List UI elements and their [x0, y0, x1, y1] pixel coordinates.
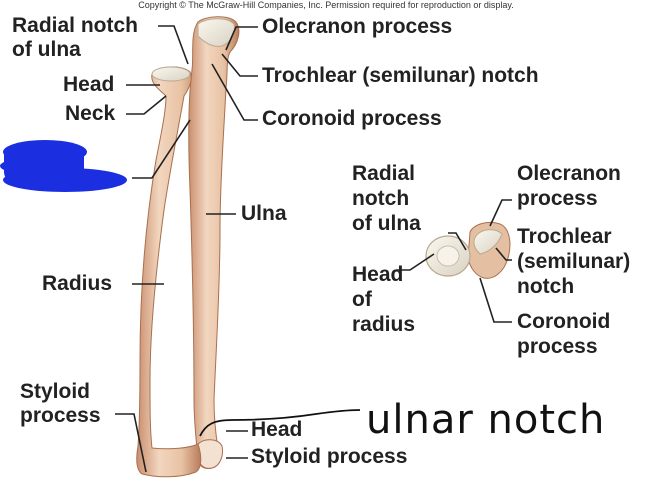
inset-label-radial-line2: notch [352, 187, 410, 210]
inset-trochlear-cartilage [473, 229, 503, 255]
handwritten-pointer [199, 409, 361, 437]
label-neck: Neck [65, 102, 116, 125]
inset-label-coronoid-line2: process [517, 335, 598, 358]
blue-scribble [0, 140, 127, 192]
inset-label-head-line2: of [352, 288, 372, 311]
label-coronoid-process: Coronoid process [262, 107, 442, 130]
inset-label-coronoid-line1: Coronoid [517, 310, 611, 333]
inset-label-head-line3: radius [352, 313, 416, 336]
label-head: Head [63, 73, 115, 96]
label-styloid-left-line2: process [20, 404, 101, 427]
label-radius: Radius [42, 272, 113, 295]
inset-label-trochlear-line3: notch [517, 275, 575, 298]
label-styloid-left-line1: Styloid [20, 380, 91, 403]
label-styloid-process-bottom: Styloid process [251, 445, 408, 468]
inset-radius-head-fovea [436, 245, 460, 267]
radius-bone [136, 66, 202, 478]
inset-label-radial-line1: Radial [352, 162, 416, 185]
ulna-head-distal [197, 439, 223, 469]
inset-label-head-line1: Head [352, 263, 404, 286]
handwritten-ulnar-notch: ulnar notch [366, 397, 606, 443]
inset-label-olecranon-line2: process [517, 187, 598, 210]
ulna-bone [188, 16, 240, 469]
label-olecranon-process: Olecranon process [262, 15, 453, 38]
label-ulna: Ulna [241, 202, 287, 225]
label-radial-notch-line2: of ulna [12, 38, 81, 61]
inset-label-trochlear-line1: Trochlear [517, 225, 612, 248]
inset-label-radial-line3: of ulna [352, 212, 421, 235]
label-head-distal: Head [251, 418, 303, 441]
inset-label-trochlear-line2: (semilunar) [517, 250, 631, 273]
label-trochlear-notch: Trochlear (semilunar) notch [262, 64, 539, 87]
copyright-notice: Copyright © The McGraw-Hill Companies, I… [138, 0, 514, 10]
radius-head-cap [151, 66, 191, 82]
inset-label-olecranon-line1: Olecranon [517, 162, 621, 185]
leader-lines [115, 25, 512, 473]
label-radial-notch-line1: Radial notch [12, 14, 139, 37]
